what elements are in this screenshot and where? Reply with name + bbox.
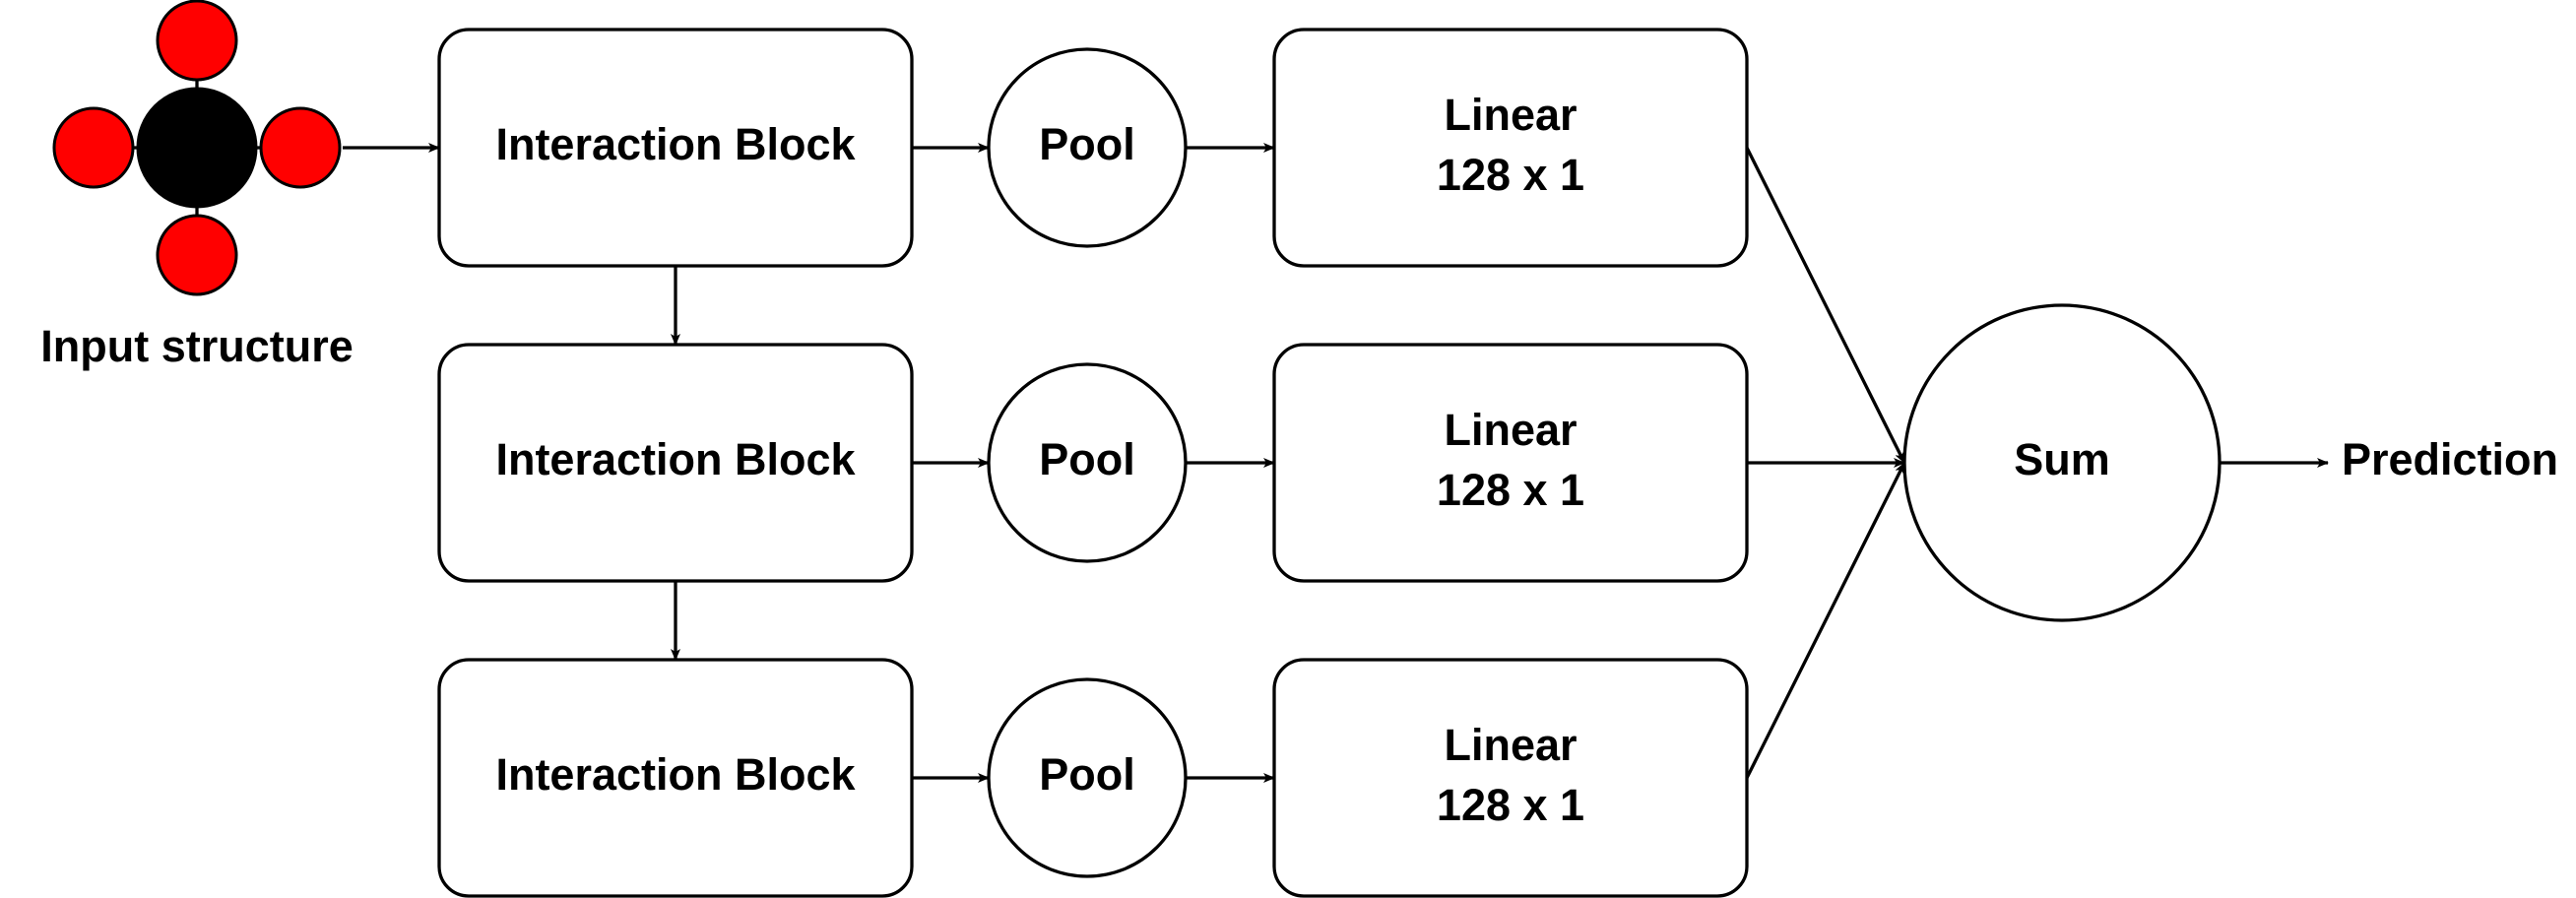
row-1: Interaction Block Pool Linear 128 x 1 [437,28,1749,268]
neighbor-atom-bottom [156,214,238,296]
neighbor-atom-top [156,0,238,82]
arrow-linear-3-to-sum [1745,462,1906,779]
prediction-label: Prediction [2342,434,2558,484]
input-structure-label: Input structure [40,321,354,371]
linear-1-title: Linear [1444,90,1577,140]
center-atom [136,87,258,209]
interaction-block-2-label: Interaction Block [495,434,856,484]
pool-3-label: Pool [1039,749,1135,800]
arrow-linear-1-to-sum [1745,147,1906,464]
linear-2-title: Linear [1444,405,1577,455]
neighbor-atom-right [259,106,342,189]
row-2: Interaction Block Pool Linear 128 x 1 [437,343,1749,583]
linear-3-shape: 128 x 1 [1437,780,1584,830]
linear-2 [1272,343,1749,583]
sum-label: Sum [2014,434,2110,484]
input-structure: Input structure [40,0,354,371]
interaction-block-3-label: Interaction Block [495,749,856,800]
linear-1 [1272,28,1749,268]
neighbor-atom-left [52,106,135,189]
linear-3-title: Linear [1444,720,1577,770]
sum-node: Sum [1902,303,2222,622]
pool-1-label: Pool [1039,119,1135,169]
row-3: Interaction Block Pool Linear 128 x 1 [437,658,1749,898]
linear-3 [1272,658,1749,898]
pool-2-label: Pool [1039,434,1135,484]
linear-2-shape: 128 x 1 [1437,465,1584,515]
interaction-block-1-label: Interaction Block [495,119,856,169]
linear-1-shape: 128 x 1 [1437,150,1584,200]
